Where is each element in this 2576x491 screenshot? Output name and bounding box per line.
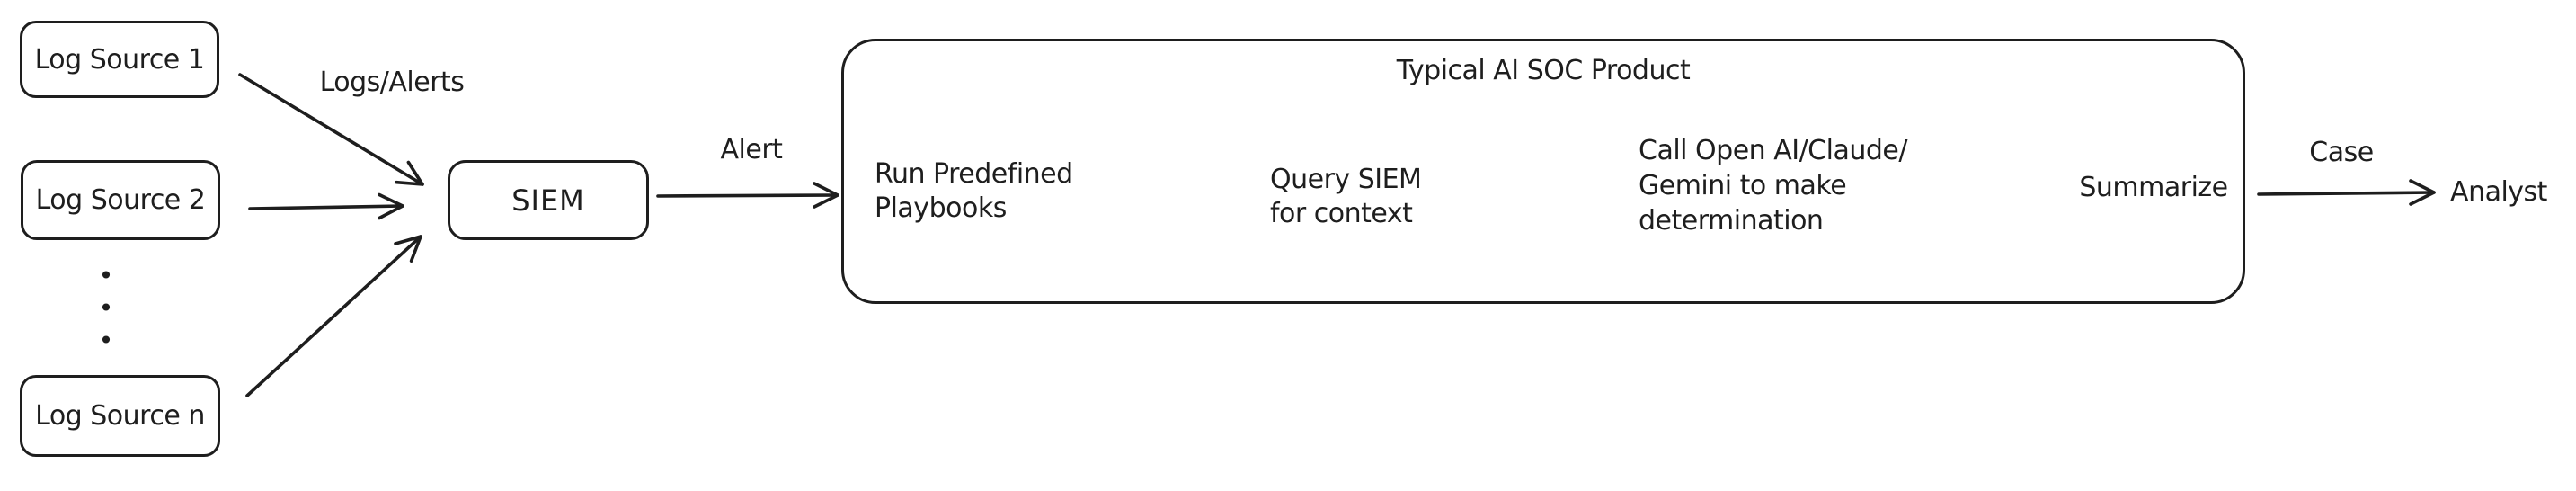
log-source-1-box: Log Source 1 (20, 21, 219, 98)
step-query-siem-for-context: Query SIEM for context (1270, 164, 1422, 229)
ellipsis-dots: • • • (88, 263, 124, 354)
arrow-log-source-1-to-siem (238, 73, 424, 186)
arrow-log-source-2-to-siem (248, 192, 404, 220)
analyst-label: Analyst (2450, 176, 2547, 208)
siem-box: SIEM (448, 160, 649, 240)
edge-label-alert: Alert (720, 134, 783, 165)
arrow-siem-to-soc-box (656, 182, 839, 209)
log-source-2-label: Log Source 2 (35, 184, 206, 216)
edge-label-case: Case (2309, 137, 2374, 168)
step-run-predefined-playbooks: Run Predefined Playbooks (875, 158, 1073, 224)
arrow-soc-box-to-analyst (2257, 179, 2436, 206)
step-summarize: Summarize (2079, 172, 2228, 203)
log-source-2-box: Log Source 2 (21, 160, 220, 240)
log-source-n-label: Log Source n (35, 400, 205, 432)
log-source-n-box: Log Source n (20, 375, 220, 457)
arrow-log-source-n-to-siem (245, 235, 422, 397)
ellipsis-dot: • (98, 326, 114, 355)
soc-product-title: Typical AI SOC Product (1396, 55, 1691, 86)
ellipsis-dot: • (98, 261, 114, 290)
siem-label: SIEM (511, 183, 585, 218)
log-source-1-label: Log Source 1 (34, 43, 205, 76)
soc-product-box (841, 39, 2245, 304)
edge-label-logs-alerts: Logs/Alerts (319, 67, 465, 98)
step-call-llm-determination: Call Open AI/Claude/ Gemini to make dete… (1639, 135, 1907, 237)
ellipsis-dot: • (98, 293, 114, 323)
